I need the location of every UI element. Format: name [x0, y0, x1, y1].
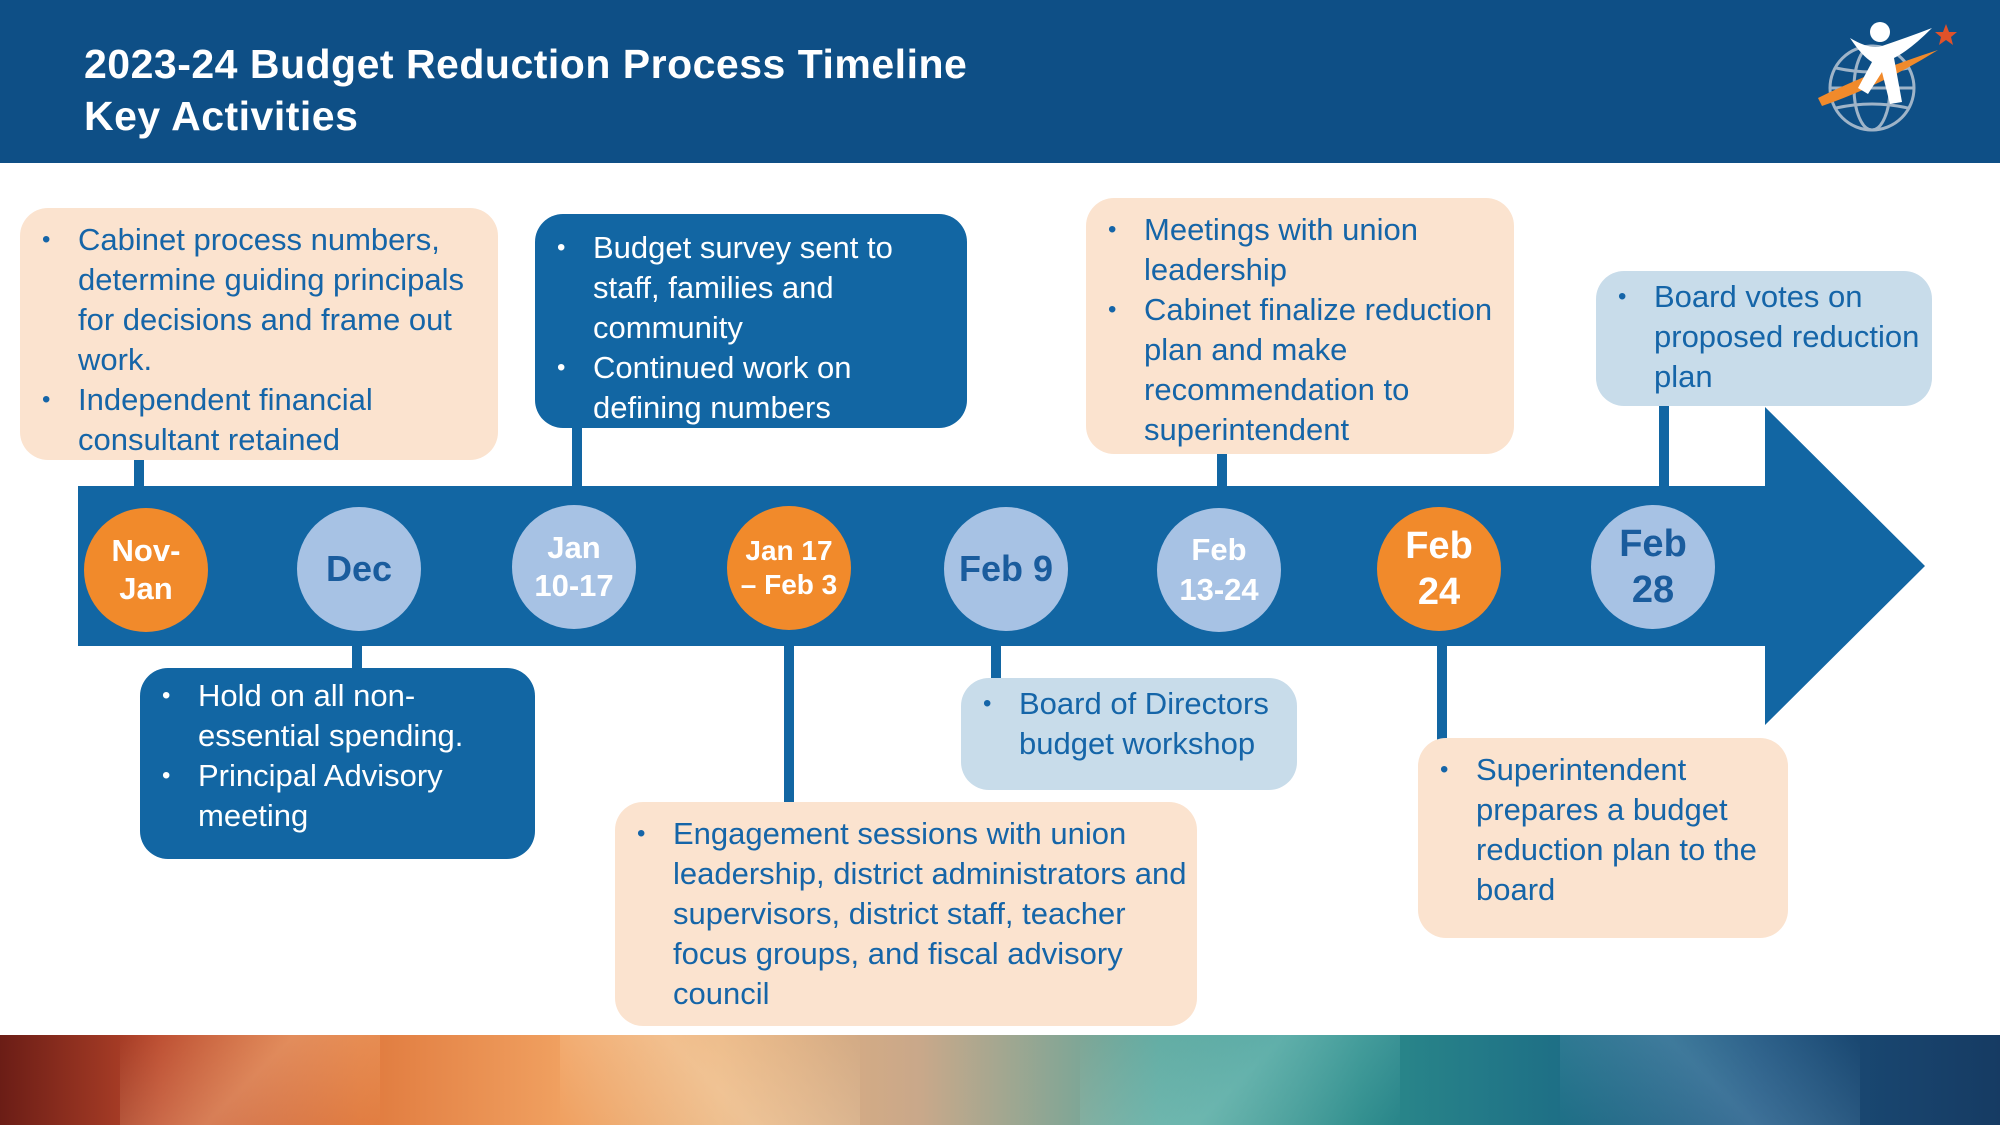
- date-node-line2: 13-24: [1179, 572, 1259, 607]
- date-node-feb-13-24: Feb 13-24: [1157, 508, 1281, 632]
- date-node-line1: Jan: [547, 530, 601, 565]
- date-node-feb-9: Feb 9: [944, 507, 1068, 631]
- activity-box-nov-jan: Cabinet process numbers, determine guidi…: [20, 208, 498, 460]
- date-node-nov-jan: Nov-Jan: [84, 508, 208, 632]
- title-line-1: 2023-24 Budget Reduction Process Timelin…: [84, 41, 968, 87]
- date-node-line2: 10-17: [534, 568, 614, 603]
- activity-box-feb-28: Board votes on proposed reduction plan: [1596, 271, 1932, 406]
- activity-item: Independent financial consultant retaine…: [20, 380, 498, 460]
- activity-item: Engagement sessions with union leadershi…: [615, 814, 1197, 1014]
- globe-runner-logo-icon: [1818, 22, 1957, 132]
- connector-lines: [134, 404, 1669, 806]
- activity-box-jan17-feb3: Engagement sessions with union leadershi…: [615, 802, 1197, 1026]
- activity-box-feb-24: Superintendent prepares a budget reducti…: [1418, 738, 1788, 938]
- activity-item: Budget survey sent to staff, families an…: [535, 228, 967, 348]
- activity-item: Board of Directors budget workshop: [961, 684, 1297, 764]
- date-node-line1: Feb: [1619, 523, 1687, 565]
- activity-item: Hold on all non-essential spending.: [140, 676, 535, 756]
- activity-box-feb-13-24: Meetings with union leadership Cabinet f…: [1086, 198, 1514, 454]
- date-node-line1: Feb 9: [958, 548, 1054, 589]
- date-node-line1: Feb: [1405, 525, 1473, 567]
- date-node-dec: Dec: [297, 507, 421, 631]
- date-node-line2: 28: [1631, 569, 1675, 611]
- activity-item: Principal Advisory meeting: [140, 756, 535, 836]
- activity-item: Superintendent prepares a budget reducti…: [1418, 750, 1788, 910]
- activity-item: Meetings with union leadership: [1086, 210, 1514, 290]
- title-line-2: Key Activities: [84, 93, 359, 139]
- date-node-line1: Feb: [1191, 532, 1247, 567]
- activity-box-dec: Hold on all non-essential spending. Prin…: [140, 668, 535, 859]
- date-node-line1: Dec: [325, 548, 393, 589]
- activity-item: Continued work on defining numbers: [535, 348, 967, 428]
- activity-item: Board votes on proposed reduction plan: [1596, 277, 1932, 397]
- title-banner: 2023-24 Budget Reduction Process Timelin…: [0, 0, 2000, 163]
- activity-box-feb-9: Board of Directors budget workshop: [961, 678, 1297, 790]
- footer-facet: [120, 1035, 380, 1125]
- footer-facet: [560, 1035, 860, 1125]
- footer-facet: [1080, 1035, 1400, 1125]
- page-title: 2023-24 Budget Reduction Process Timelin…: [84, 38, 967, 142]
- date-node-line2: – Feb 3: [740, 569, 838, 600]
- date-node-line2: Jan: [119, 571, 173, 606]
- footer-facet: [1560, 1035, 1860, 1125]
- activity-item: Cabinet process numbers, determine guidi…: [20, 220, 498, 380]
- activity-item: Cabinet finalize reduction plan and make…: [1086, 290, 1514, 450]
- date-node-line1: Jan 17: [745, 535, 833, 566]
- date-node-line2: 24: [1417, 571, 1461, 613]
- date-node-line1: Nov-: [111, 533, 181, 568]
- date-node-jan17-feb3: Jan 17– Feb 3: [727, 506, 851, 630]
- activity-box-jan-10-17: Budget survey sent to staff, families an…: [535, 214, 967, 428]
- decorative-footer-band: [0, 1035, 2000, 1125]
